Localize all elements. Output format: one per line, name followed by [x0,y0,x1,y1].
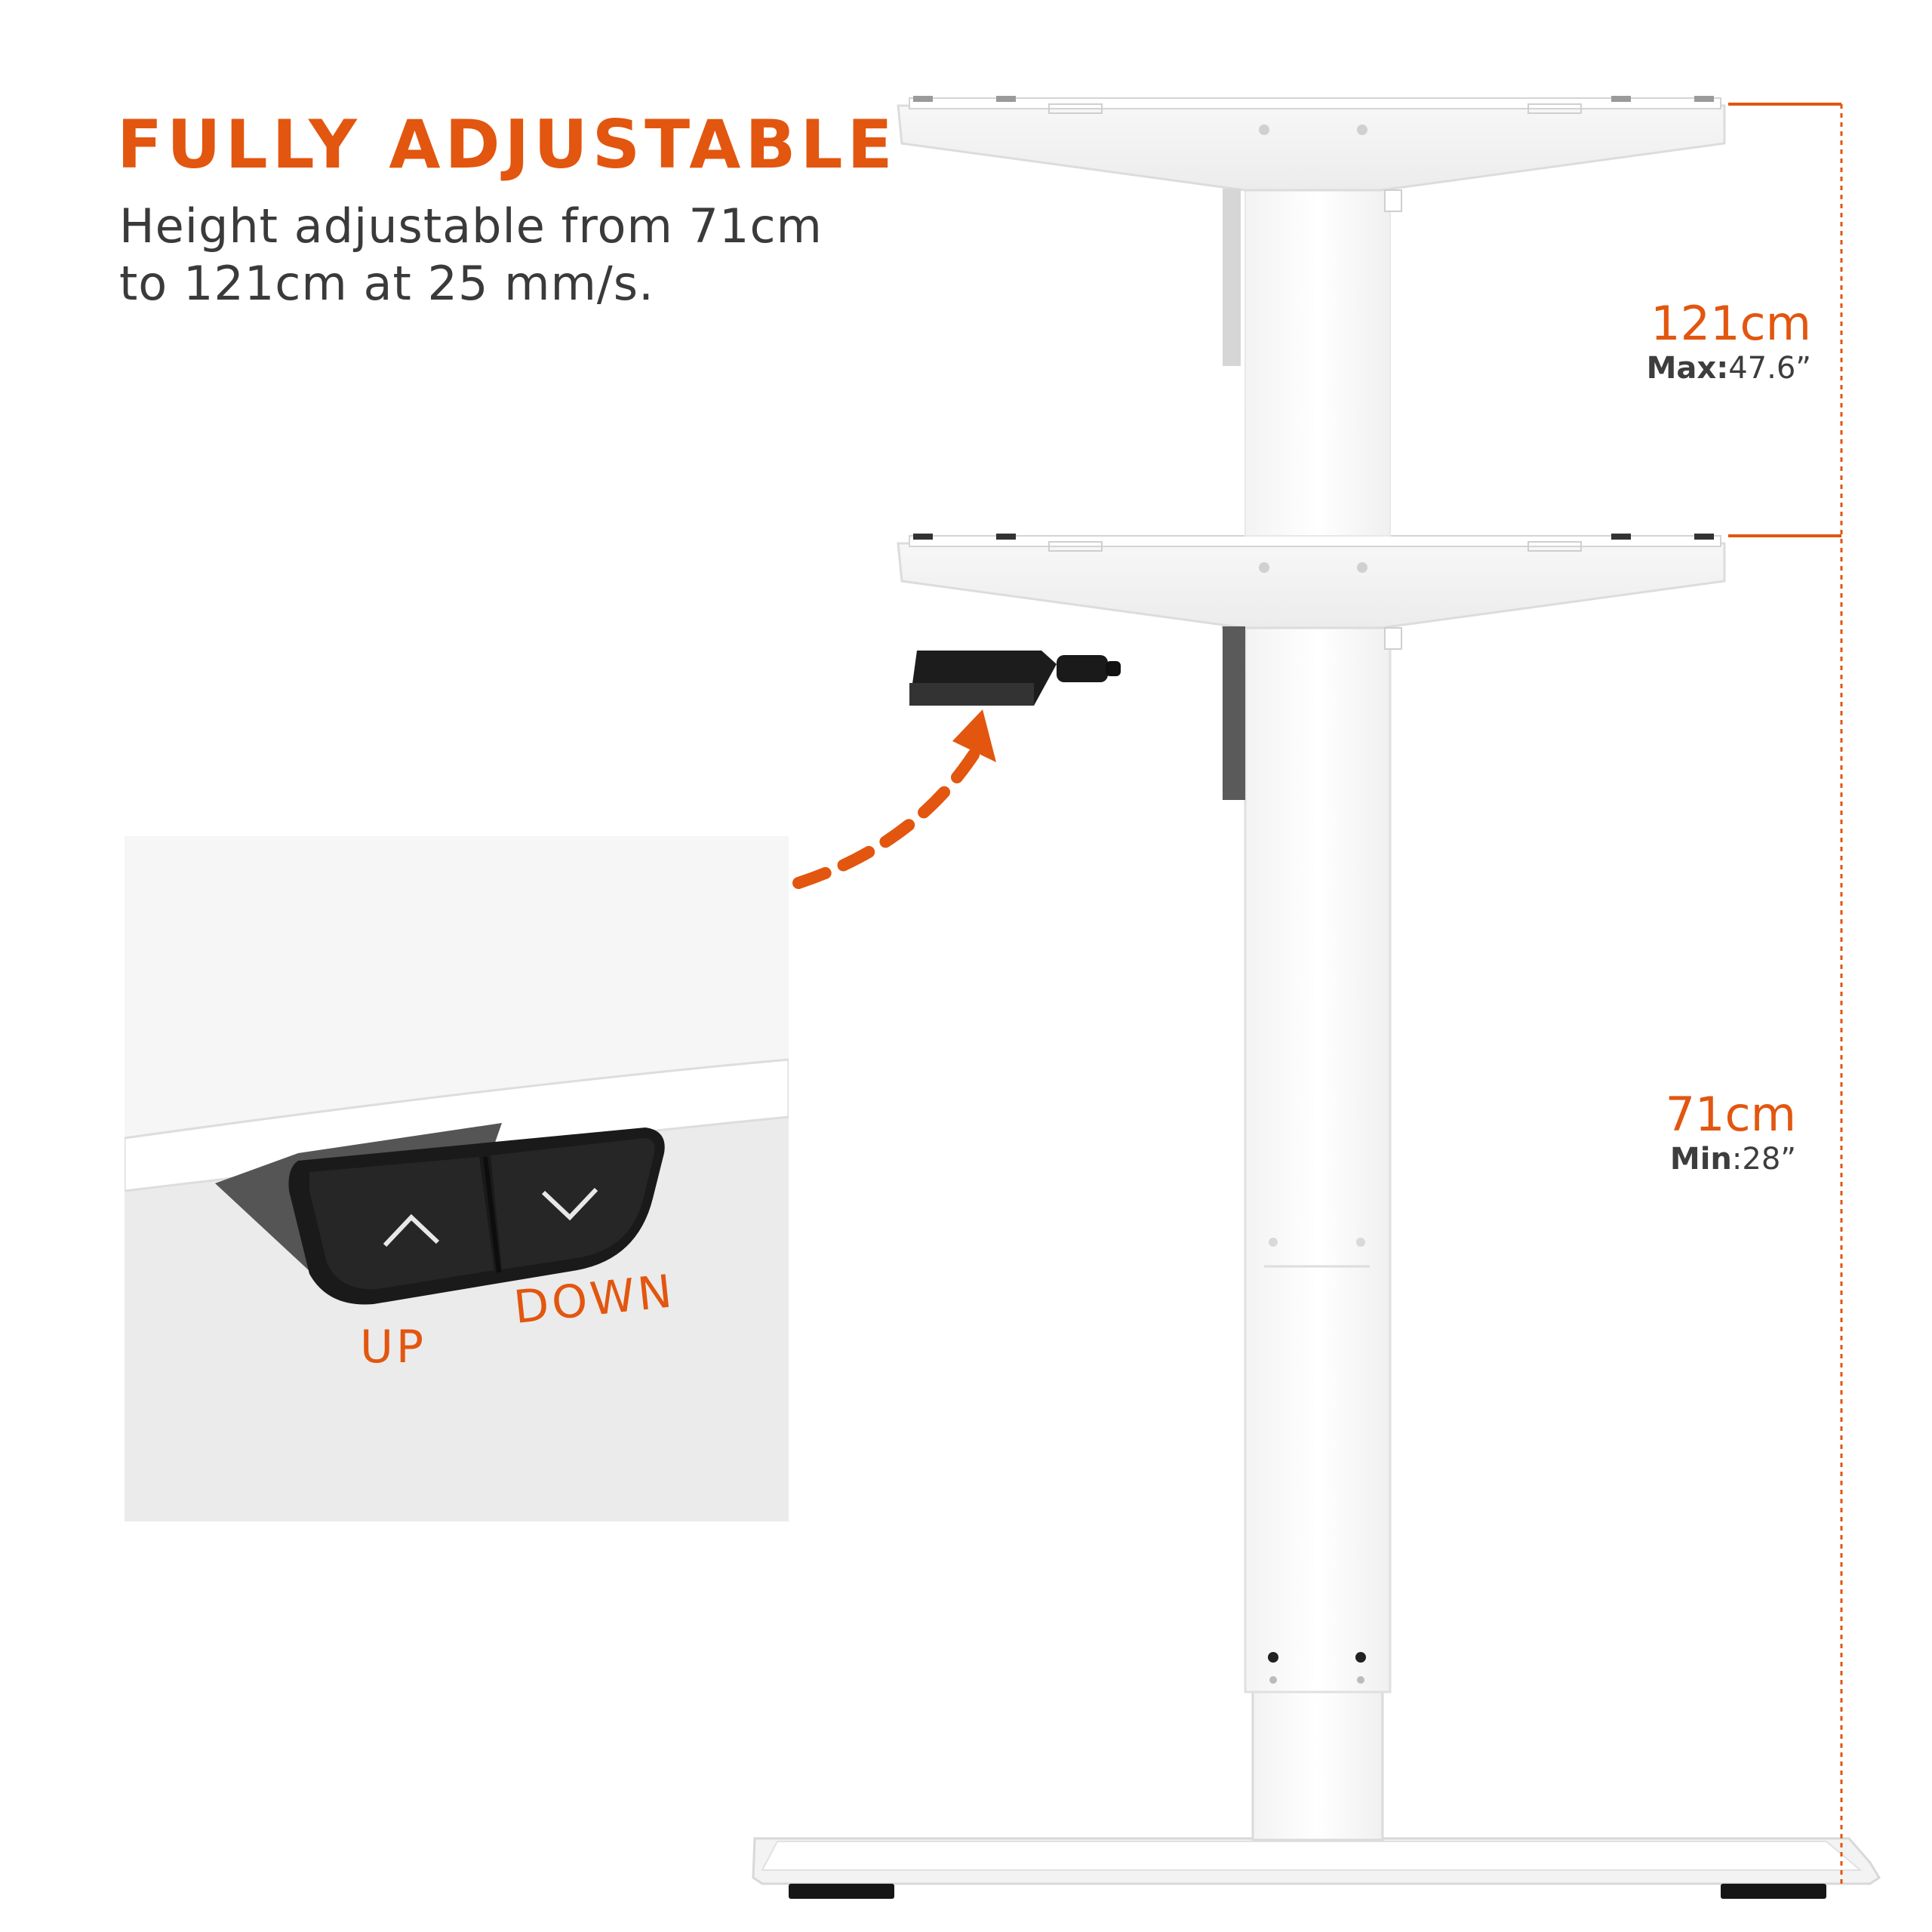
headline: FULLY ADJUSTABLE [117,106,897,183]
max-height-value: 121cm [1651,296,1811,351]
controller-connector [909,651,1121,706]
min-height-label: 71cm Min:28” [1494,1087,1796,1177]
up-button-label: UP [360,1321,427,1374]
description-line-2: to 121cm at 25 mm/s. [119,256,654,311]
up-chevron-icon [383,1214,440,1247]
max-height-label: 121cm Max:47.6” [1509,296,1811,386]
min-height-value: 71cm [1665,1087,1796,1142]
upper-bracket [897,96,1726,537]
leg-column [1244,623,1392,1841]
min-height-imperial: Min:28” [1669,1142,1796,1177]
measurement-guides [1728,103,1843,1884]
controller-closeup [125,836,789,1305]
down-chevron-icon [541,1187,598,1221]
dashed-arrow-icon [792,709,996,889]
controller-closeup-panel: UP DOWN [125,836,789,1521]
description: Height adjustable from 71cm to 121cm at … [119,198,904,312]
base-foot [752,1837,1881,1899]
max-height-imperial: Max:47.6” [1646,351,1811,386]
description-line-1: Height adjustable from 71cm [119,198,823,254]
